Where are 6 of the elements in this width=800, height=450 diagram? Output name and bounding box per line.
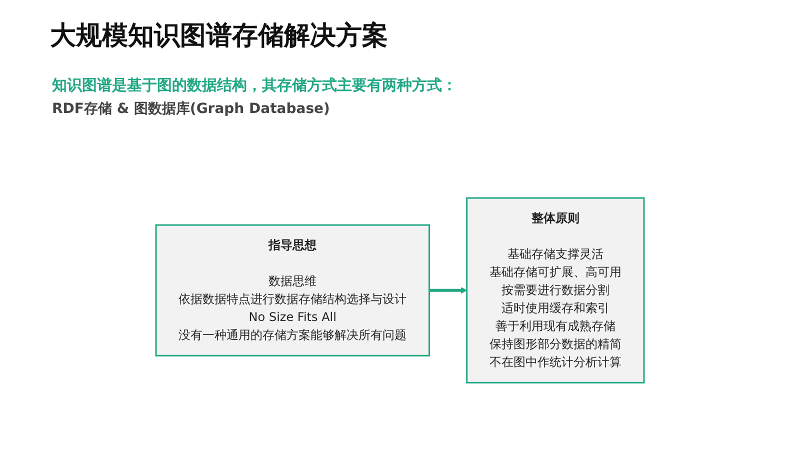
node-box: 整体原则 基础存储支撑灵活 基础存储可扩展、高可用 按需要进行数据分割 适时使用缓存和索引 善于利用现有成熟存储 保持图形部分数据的精简 不在图中作统计分析计算 [466,196,645,384]
subtitle: RDF存储 & 图数据库(Graph Database) [52,100,330,118]
subtitle: 知识图谱是基于图的数据结构，其存储方式主要有两种方式： [52,76,457,95]
node-box: 指导思想 数据思维 依据数据特点进行数据存储结构选择与设计 No Size Fits All 没有一种通用的存储方案能够解决所有问题 [155,224,430,356]
arrow [429,286,468,294]
page-title: 大规模知识图谱存储解决方案 [50,20,388,53]
